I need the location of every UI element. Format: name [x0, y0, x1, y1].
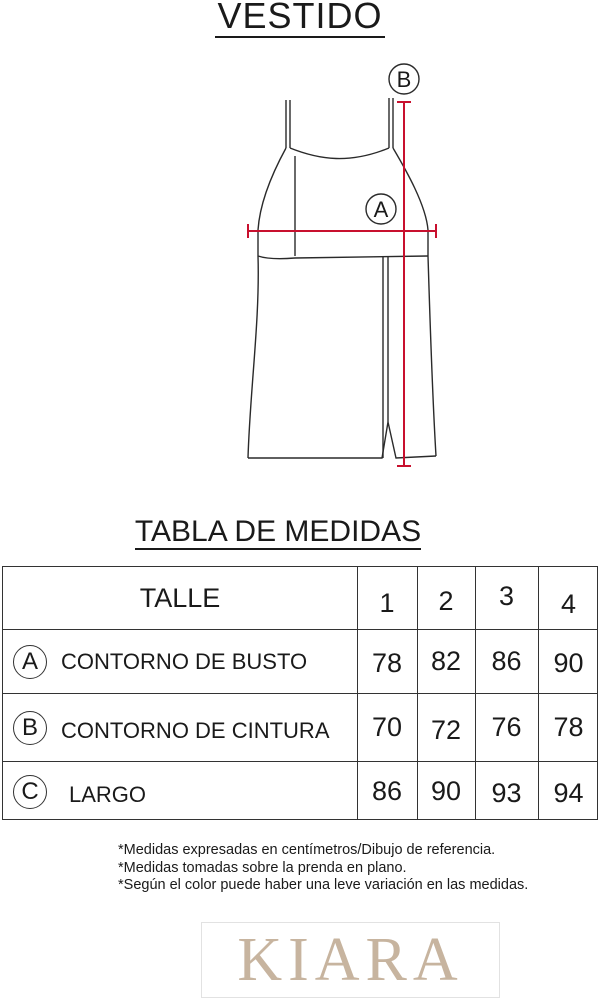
value-cell: 86 — [491, 646, 522, 676]
table-row: C LARGO 86 90 93 94 — [3, 761, 597, 821]
value-cell: 70 — [371, 712, 403, 742]
table-title: TABLA DE MEDIDAS — [0, 514, 556, 550]
header-label-text: TALLE — [139, 582, 221, 613]
measure-lines — [247, 101, 437, 467]
size-header: 2 — [438, 585, 454, 616]
note-line: *Según el color puede haber una leve var… — [118, 877, 529, 893]
row-label: B CONTORNO DE CINTURA — [3, 694, 357, 761]
value-cell: 90 — [430, 776, 462, 806]
value-cell: 72 — [430, 715, 462, 745]
row-label-text: CONTORNO DE CINTURA — [61, 717, 330, 743]
value-cell: 78 — [371, 648, 403, 678]
value-cell: 82 — [430, 646, 462, 676]
dress-outline — [247, 98, 437, 459]
marker-a-text: A — [374, 197, 389, 222]
page-title-text: VESTIDO — [215, 0, 385, 38]
row-label: A CONTORNO DE BUSTO — [3, 630, 357, 693]
size-header: 4 — [560, 588, 577, 619]
marker-b: B — [388, 63, 420, 95]
value-cell: 86 — [371, 776, 403, 806]
size-header: 3 — [498, 580, 515, 611]
measurement-table: TALLE 1 2 3 4 A CONTORNO DE BUSTO 78 82 … — [2, 566, 598, 820]
size-header: 1 — [379, 587, 395, 618]
dress-sketch: B A — [247, 63, 437, 467]
value-cell: 93 — [491, 778, 522, 808]
header-label: TALLE — [3, 567, 357, 629]
row-letter-circle: B — [13, 710, 47, 745]
row-letter-circle: C — [13, 774, 47, 809]
value-cell: 76 — [491, 712, 522, 742]
table-row: A CONTORNO DE BUSTO 78 82 86 90 — [3, 629, 597, 693]
note-line: *Medidas tomadas sobre la prenda en plan… — [118, 859, 407, 876]
notes: *Medidas expresadas en centímetros/Dibuj… — [118, 842, 528, 895]
row-label-text: LARGO — [69, 781, 147, 807]
table-row: B CONTORNO DE CINTURA 70 72 76 78 — [3, 693, 597, 761]
row-label-text: CONTORNO DE BUSTO — [61, 648, 308, 674]
note-line: *Medidas expresadas en centímetros/Dibuj… — [118, 842, 496, 858]
row-letter-circle: A — [13, 644, 47, 679]
table-header-row: TALLE 1 2 3 4 — [3, 567, 597, 629]
table-title-text: TABLA DE MEDIDAS — [134, 515, 422, 550]
value-cell: 90 — [553, 648, 584, 678]
brand-logo: KIARA — [201, 922, 500, 998]
brand-logo-text: KIARA — [237, 926, 464, 994]
value-cell: 94 — [553, 778, 584, 808]
value-cell: 78 — [553, 712, 584, 742]
page-title: VESTIDO — [0, 0, 600, 38]
marker-b-text: B — [397, 67, 412, 92]
marker-a: A — [365, 193, 397, 225]
row-label: C LARGO — [3, 762, 357, 821]
